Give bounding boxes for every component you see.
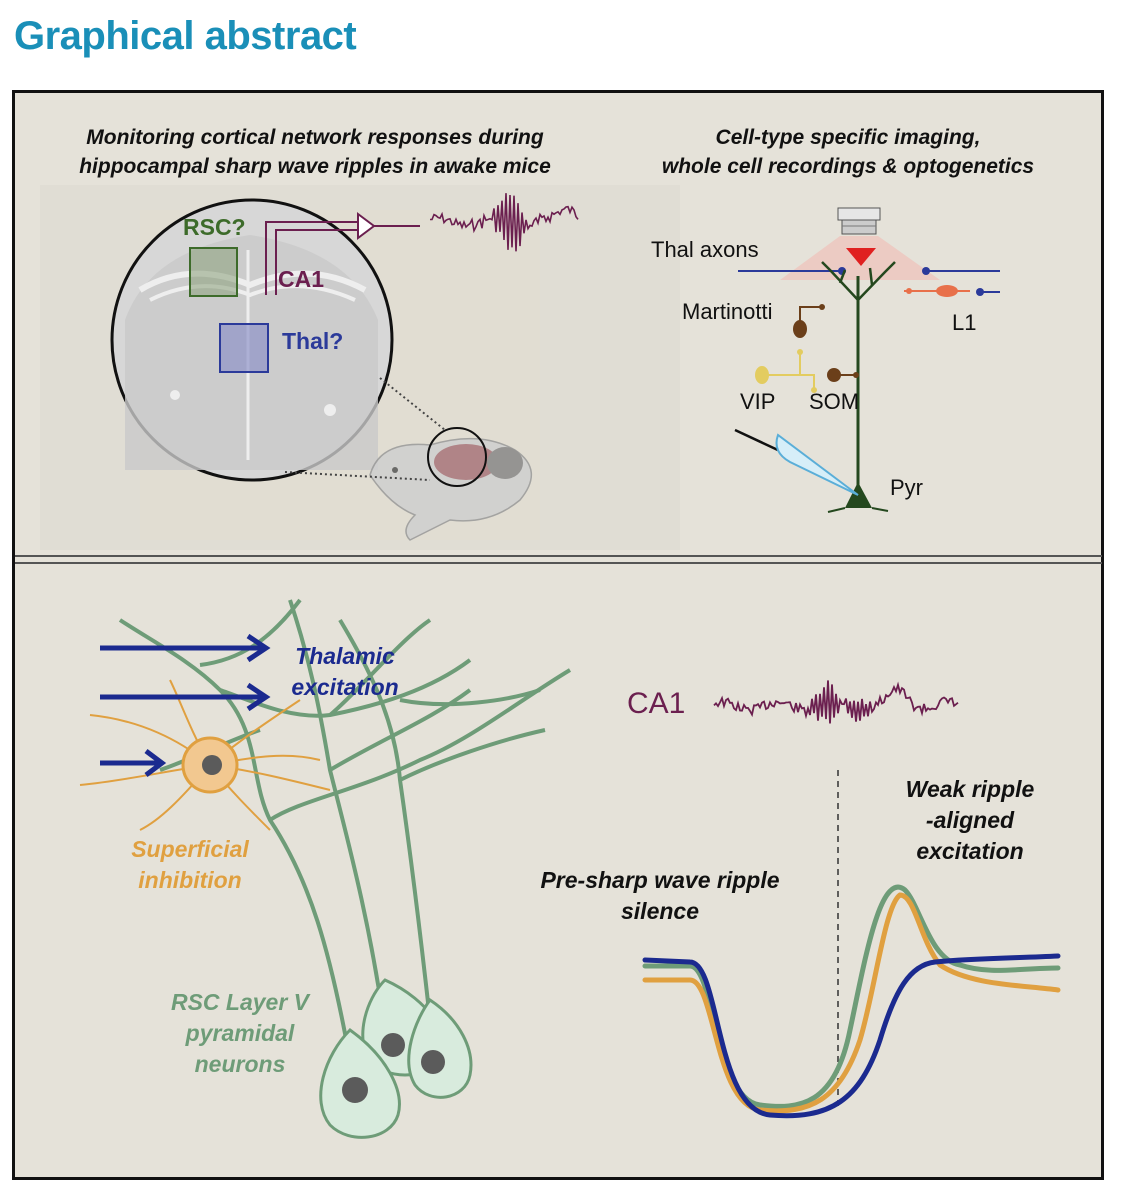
cell-type-diagram bbox=[734, 207, 1000, 513]
pyramidal-nucleus bbox=[421, 1050, 445, 1074]
patch-pipette bbox=[775, 433, 859, 496]
rsc-label: RSC? bbox=[183, 214, 246, 240]
weak-ripple-line3: excitation bbox=[916, 838, 1024, 864]
pyr-basal bbox=[827, 507, 889, 513]
pyramidal-dendrites bbox=[118, 598, 572, 1061]
vip-neuron bbox=[797, 349, 803, 355]
vip-label: VIP bbox=[740, 389, 776, 414]
top-right-heading-line2: whole cell recordings & optogenetics bbox=[661, 155, 1035, 178]
pyr-label: Pyr bbox=[890, 475, 923, 500]
network-diagram bbox=[79, 598, 572, 1139]
pyramidal-nucleus bbox=[342, 1077, 368, 1103]
pre-swr-silence-line2: silence bbox=[621, 898, 699, 924]
pyr-tuft bbox=[821, 261, 896, 301]
thalamic-arrows bbox=[100, 633, 271, 777]
ca1-label-top: CA1 bbox=[278, 266, 325, 292]
pre-swr-silence-line1: Pre-sharp wave ripple bbox=[540, 867, 780, 893]
thal-axons-label: Thal axons bbox=[651, 237, 759, 262]
zoom-line bbox=[284, 471, 431, 481]
l1-label: L1 bbox=[952, 310, 977, 335]
l1-neuron bbox=[936, 285, 958, 297]
objective-icon bbox=[837, 207, 881, 221]
martinotti-neuron bbox=[819, 304, 825, 310]
vip-neuron bbox=[755, 366, 769, 384]
superficial-inhibition-line2: inhibition bbox=[138, 867, 242, 893]
pyr-soma bbox=[845, 482, 872, 508]
weak-ripple-line1: Weak ripple bbox=[905, 776, 1035, 802]
electrode-lead bbox=[265, 221, 358, 295]
thal-axon-bouton bbox=[976, 288, 984, 296]
martinotti-label: Martinotti bbox=[682, 299, 773, 324]
superficial-response-curve bbox=[642, 892, 1061, 1114]
response-curves bbox=[642, 884, 1061, 1119]
amplifier-icon bbox=[357, 212, 376, 240]
weak-ripple-line2: -aligned bbox=[925, 807, 1015, 833]
rsc-box bbox=[189, 247, 238, 297]
som-neuron bbox=[827, 368, 841, 382]
rsc-layer-v-line1: RSC Layer V bbox=[170, 989, 310, 1015]
vip-neuron bbox=[811, 387, 817, 393]
zoom-line bbox=[379, 377, 446, 431]
laser-focus bbox=[846, 248, 876, 266]
objective-icon bbox=[841, 219, 877, 235]
top-left-heading-line2: hippocampal sharp wave ripples in awake … bbox=[79, 155, 551, 178]
page-title: Graphical abstract bbox=[14, 14, 357, 58]
hippocampus-outline bbox=[149, 284, 356, 302]
zoom-circle bbox=[427, 427, 487, 487]
electrode-lead bbox=[275, 229, 358, 295]
som-neuron bbox=[853, 372, 859, 378]
top-right-heading-line1: Cell-type specific imaging, bbox=[715, 126, 981, 149]
rsc-layer-v-line3: neurons bbox=[194, 1051, 286, 1077]
ca1-lfp-trace-bottom bbox=[713, 680, 959, 724]
top-left-heading-line1: Monitoring cortical network responses du… bbox=[86, 126, 544, 149]
ca1-label-bottom: CA1 bbox=[627, 687, 686, 720]
brain-section-diagram bbox=[110, 198, 394, 482]
vip-neuron bbox=[766, 352, 815, 390]
rsc-layer-v-line2: pyramidal bbox=[185, 1020, 295, 1046]
superficial-inhibition-line1: Superficial bbox=[131, 836, 249, 862]
martinotti-neuron bbox=[793, 320, 807, 338]
thal-axon-bouton bbox=[922, 267, 930, 275]
thalamic-excitation-line1: Thalamic bbox=[295, 643, 395, 669]
pyramidal-nucleus bbox=[381, 1033, 405, 1057]
thalamic-excitation-line2: excitation bbox=[291, 674, 399, 700]
thalamic-response-curve bbox=[642, 953, 1061, 1119]
vessel bbox=[324, 404, 336, 416]
vessel bbox=[170, 390, 180, 400]
l1-neuron bbox=[906, 288, 912, 294]
thal-box bbox=[219, 323, 269, 373]
thal-label: Thal? bbox=[282, 328, 344, 354]
interneuron-nucleus bbox=[202, 755, 222, 775]
som-label: SOM bbox=[809, 389, 860, 414]
pyramidal-soma bbox=[407, 997, 473, 1099]
hippocampus-outline bbox=[138, 270, 367, 293]
ca1-lfp-trace-top bbox=[430, 193, 579, 252]
